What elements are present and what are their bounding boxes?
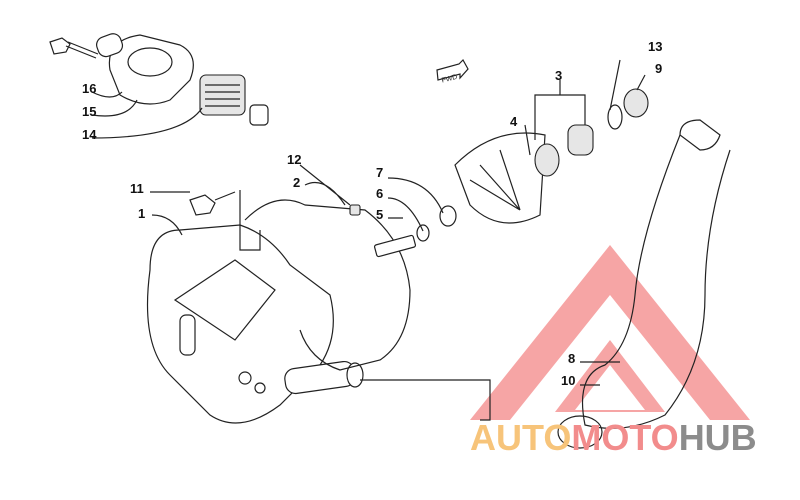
callout-1: 1: [138, 206, 145, 221]
callout-14: 14: [82, 127, 97, 142]
callout-2: 2: [293, 175, 300, 190]
impeller-group: [150, 59, 649, 258]
hose: [581, 134, 731, 429]
gasket: [244, 199, 411, 371]
watermark-logo: AUTOMOTOHUB: [470, 417, 757, 458]
logo-auto: AUTO: [470, 417, 571, 458]
callout-16: 16: [82, 81, 96, 96]
callout-8: 8: [568, 351, 575, 366]
fwd-text: FWD: [441, 74, 458, 85]
hose-clamp: [557, 415, 603, 449]
watermark-triangle: [470, 245, 750, 420]
logo-moto: MOTO: [571, 417, 678, 458]
forward-arrow-icon: FWD: [436, 59, 469, 85]
dowel-pin: [349, 204, 361, 216]
callout-11: 11: [130, 181, 144, 196]
logo-hub: HUB: [679, 417, 757, 458]
callout-3: 3: [555, 68, 562, 83]
callout-15: 15: [82, 104, 96, 119]
callout-10: 10: [561, 373, 575, 388]
callout-9: 9: [655, 61, 662, 76]
callout-7: 7: [376, 165, 383, 180]
hose-end: [679, 119, 721, 151]
pump-body: [146, 190, 491, 424]
callout-6: 6: [376, 186, 383, 201]
callout-13: 13: [648, 39, 662, 54]
callout-12: 12: [287, 152, 301, 167]
thermostat-housing-group: [49, 33, 269, 139]
callout-5: 5: [376, 207, 383, 222]
callout-4: 4: [510, 114, 518, 129]
